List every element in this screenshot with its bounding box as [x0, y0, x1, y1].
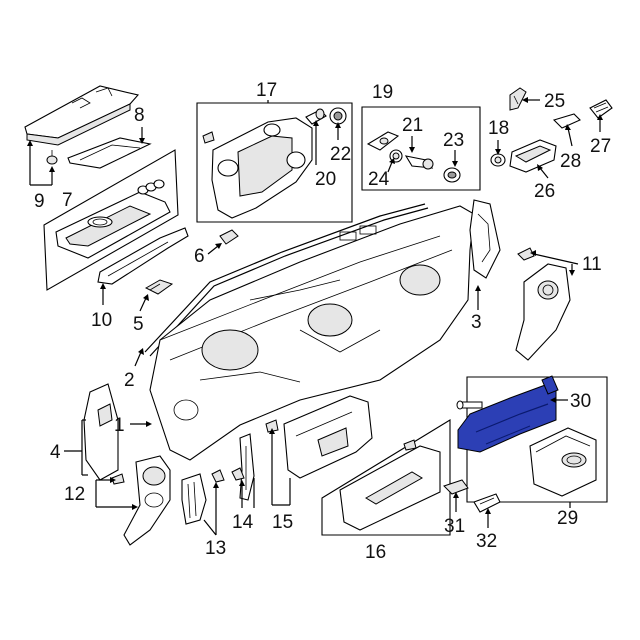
- callout-18: 18: [488, 118, 509, 139]
- callout-1: 1: [114, 415, 125, 436]
- part-6-clip: [219, 229, 239, 245]
- callout-2: 2: [124, 370, 135, 391]
- part-31-clip: [443, 479, 469, 495]
- callout-4: 4: [50, 442, 61, 463]
- callout-15: 15: [272, 512, 293, 533]
- callout-11: 11: [582, 254, 602, 275]
- callout-13: 13: [205, 538, 226, 559]
- part-18-knob: [490, 153, 506, 167]
- part-23-knob: [443, 167, 461, 183]
- part-15-lower-panel: [265, 395, 373, 479]
- callout-17: 17: [256, 80, 277, 101]
- callout-31: 31: [444, 516, 465, 537]
- part-28-switch: [552, 113, 581, 129]
- callout-14: 14: [232, 512, 254, 533]
- callout-19: 19: [372, 82, 393, 103]
- callout-30: 30: [570, 391, 591, 412]
- callout-20: 20: [315, 169, 336, 190]
- group-box-29-30: [466, 376, 608, 503]
- part-14-clip: [231, 467, 245, 481]
- callout-21: 21: [402, 115, 423, 136]
- callout-9: 9: [34, 191, 45, 212]
- callout-5: 5: [133, 314, 144, 335]
- callout-10: 10: [91, 310, 112, 331]
- part-8-upper-cover: [24, 85, 152, 169]
- callout-6: 6: [194, 246, 205, 267]
- leader-lines: [27, 97, 603, 536]
- part-13-clip: [211, 469, 225, 483]
- callout-labels: 1 2 3 4 5 6 7 8 9 10 11 12 13 14 15 16 1…: [34, 80, 611, 563]
- part-17-cluster-bezel: [202, 117, 313, 219]
- part-22-knob: [329, 107, 347, 125]
- part-13-trim-panel: [181, 473, 207, 525]
- callout-8: 8: [134, 105, 145, 126]
- part-5-bracket: [144, 279, 174, 295]
- part-3-side-panel: [469, 199, 501, 279]
- part-27-vent: [589, 99, 613, 119]
- part-9-clip: [46, 150, 58, 165]
- callout-12: 12: [64, 484, 85, 505]
- callout-25: 25: [544, 91, 565, 112]
- part-21-switch: [404, 155, 434, 170]
- group-box-7: [43, 149, 179, 291]
- callout-26: 26: [534, 181, 555, 202]
- part-2-defroster-strip: [144, 203, 429, 357]
- part-30-bracket-highlighted: [456, 375, 559, 453]
- callout-3: 3: [471, 312, 482, 333]
- callout-22: 22: [330, 144, 351, 165]
- part-4-end-panel: [83, 383, 119, 481]
- callout-23: 23: [443, 130, 464, 151]
- part-16-glove-box: [339, 439, 441, 531]
- part-21-switch-bezel: [366, 131, 400, 151]
- part-12-left-bezel: [111, 455, 171, 546]
- part-32-bracket: [473, 493, 501, 513]
- callout-29: 29: [557, 508, 578, 529]
- callout-32: 32: [476, 531, 497, 552]
- callout-16: 16: [365, 542, 386, 563]
- callout-28: 28: [560, 151, 581, 172]
- callout-24: 24: [368, 169, 390, 190]
- part-29-console-bin: [529, 427, 597, 497]
- group-box-17: [196, 102, 353, 223]
- part-26-switch-housing: [509, 139, 557, 173]
- part-20-switch: [305, 108, 327, 125]
- part-11-end-cap: [515, 247, 571, 361]
- part-25-bracket: [509, 87, 527, 111]
- callout-27: 27: [590, 136, 611, 157]
- part-7-storage-tray: [55, 179, 171, 259]
- part-1-instrument-panel: [149, 205, 475, 461]
- callout-7: 7: [62, 190, 73, 211]
- part-10-side-trim: [97, 227, 189, 285]
- group-box-19: [361, 106, 481, 191]
